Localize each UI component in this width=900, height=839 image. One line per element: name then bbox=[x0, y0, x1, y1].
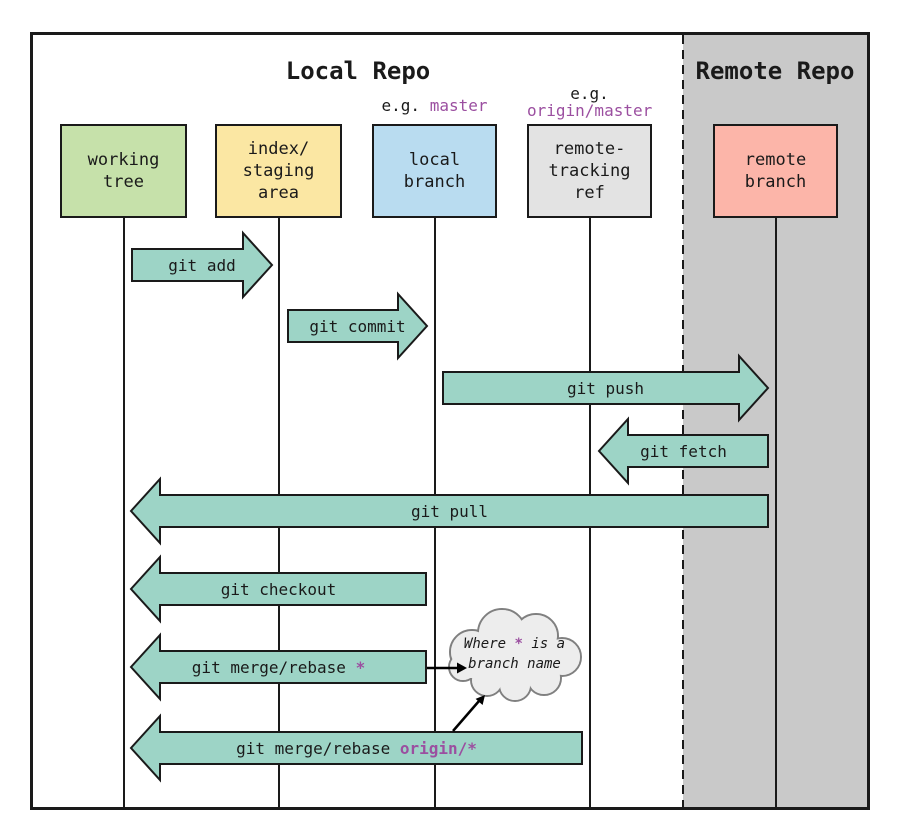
example-accent: master bbox=[429, 96, 488, 115]
right-arrow-shape bbox=[287, 291, 429, 361]
git-pull-arrow: git pull bbox=[129, 476, 769, 546]
git-merge-rebase-branch-label: git merge/rebase * bbox=[130, 632, 427, 702]
box-label-line: tree bbox=[103, 172, 144, 192]
git-merge-rebase-origin-label: git merge/rebase origin/* bbox=[130, 713, 583, 783]
remote-repo-title: Remote Repo bbox=[695, 57, 855, 85]
box-label-line: ref bbox=[574, 183, 605, 203]
example-prefix: e.g. bbox=[570, 84, 609, 103]
command-text: git merge/rebase bbox=[236, 738, 400, 758]
cloud-text-accent: * bbox=[514, 636, 523, 652]
box-label-line: remote bbox=[744, 150, 807, 170]
remote-tracking-ref-box: remote- tracking ref bbox=[527, 124, 652, 218]
box-label-line: local bbox=[408, 150, 461, 170]
pointer-head-up-right bbox=[475, 695, 485, 705]
command-text: git pull bbox=[410, 501, 489, 521]
pointer-head-right bbox=[457, 662, 467, 674]
example-prefix: e.g. bbox=[381, 96, 430, 115]
cloud-shape bbox=[448, 608, 582, 702]
working-tree-box: working tree bbox=[60, 124, 187, 218]
git-push-label: git push bbox=[442, 353, 769, 423]
box-label-line: branch bbox=[403, 172, 466, 192]
git-add-arrow: git add bbox=[131, 230, 274, 300]
git-push-arrow: git push bbox=[442, 353, 770, 423]
cloud-text-line2: branch name bbox=[468, 656, 561, 672]
local-remote-boundary bbox=[682, 35, 684, 807]
left-arrow-shape bbox=[129, 713, 583, 783]
command-accent: * bbox=[355, 657, 366, 677]
git-checkout-arrow: git checkout bbox=[129, 554, 427, 624]
example-accent: origin/master bbox=[527, 101, 653, 120]
left-arrow-shape bbox=[597, 416, 769, 486]
command-text: git add bbox=[168, 255, 236, 275]
left-arrow-shape bbox=[129, 632, 427, 702]
command-text: git fetch bbox=[640, 441, 727, 461]
remote-branch-box: remote branch bbox=[713, 124, 838, 218]
right-arrow-shape bbox=[442, 353, 770, 423]
box-label-line: working bbox=[87, 150, 160, 170]
left-arrow-shape bbox=[129, 554, 427, 624]
box-label-line: index/ bbox=[247, 139, 310, 159]
box-label-line: staging bbox=[242, 161, 315, 181]
command-text: git commit bbox=[309, 316, 406, 336]
index-staging-area-box: index/ staging area bbox=[215, 124, 342, 218]
box-label-line: branch bbox=[744, 172, 807, 192]
git-checkout-label: git checkout bbox=[130, 554, 427, 624]
command-text: git checkout bbox=[220, 579, 337, 599]
git-commit-arrow: git commit bbox=[287, 291, 429, 361]
left-arrow-shape bbox=[129, 476, 769, 546]
git-add-label: git add bbox=[131, 230, 273, 300]
git-merge-rebase-branch-arrow: git merge/rebase * bbox=[129, 632, 427, 702]
git-commit-label: git commit bbox=[287, 291, 428, 361]
cloud-note bbox=[440, 600, 590, 710]
git-fetch-arrow: git fetch bbox=[597, 416, 769, 486]
cloud-text-prefix: Where bbox=[463, 636, 515, 652]
git-pull-label: git pull bbox=[130, 476, 769, 546]
command-accent: origin/* bbox=[399, 738, 477, 758]
git-fetch-label: git fetch bbox=[598, 416, 769, 486]
git-merge-rebase-origin-arrow: git merge/rebase origin/* bbox=[129, 713, 583, 783]
command-text: git push bbox=[566, 378, 645, 398]
cloud-text-suffix: is a bbox=[522, 636, 566, 652]
lifeline-remote-branch bbox=[774, 218, 777, 807]
local-branch-box: local branch bbox=[372, 124, 497, 218]
cloud-pointer-arrows bbox=[427, 662, 485, 732]
right-arrow-shape bbox=[131, 230, 274, 300]
pointer-line-from-origin-arrow bbox=[452, 700, 480, 732]
local-repo-title: Local Repo bbox=[285, 57, 431, 85]
local-branch-example-label: e.g. master bbox=[372, 97, 497, 114]
box-label-line: tracking bbox=[548, 161, 631, 181]
lifeline-working-tree bbox=[122, 218, 125, 807]
cloud-note-text: Where * is a branch name bbox=[447, 634, 582, 674]
box-label-line: area bbox=[258, 183, 299, 203]
box-label-line: remote- bbox=[553, 139, 626, 159]
remote-tracking-example-label: e.g.origin/master bbox=[527, 85, 652, 119]
command-text: git merge/rebase bbox=[191, 657, 356, 677]
